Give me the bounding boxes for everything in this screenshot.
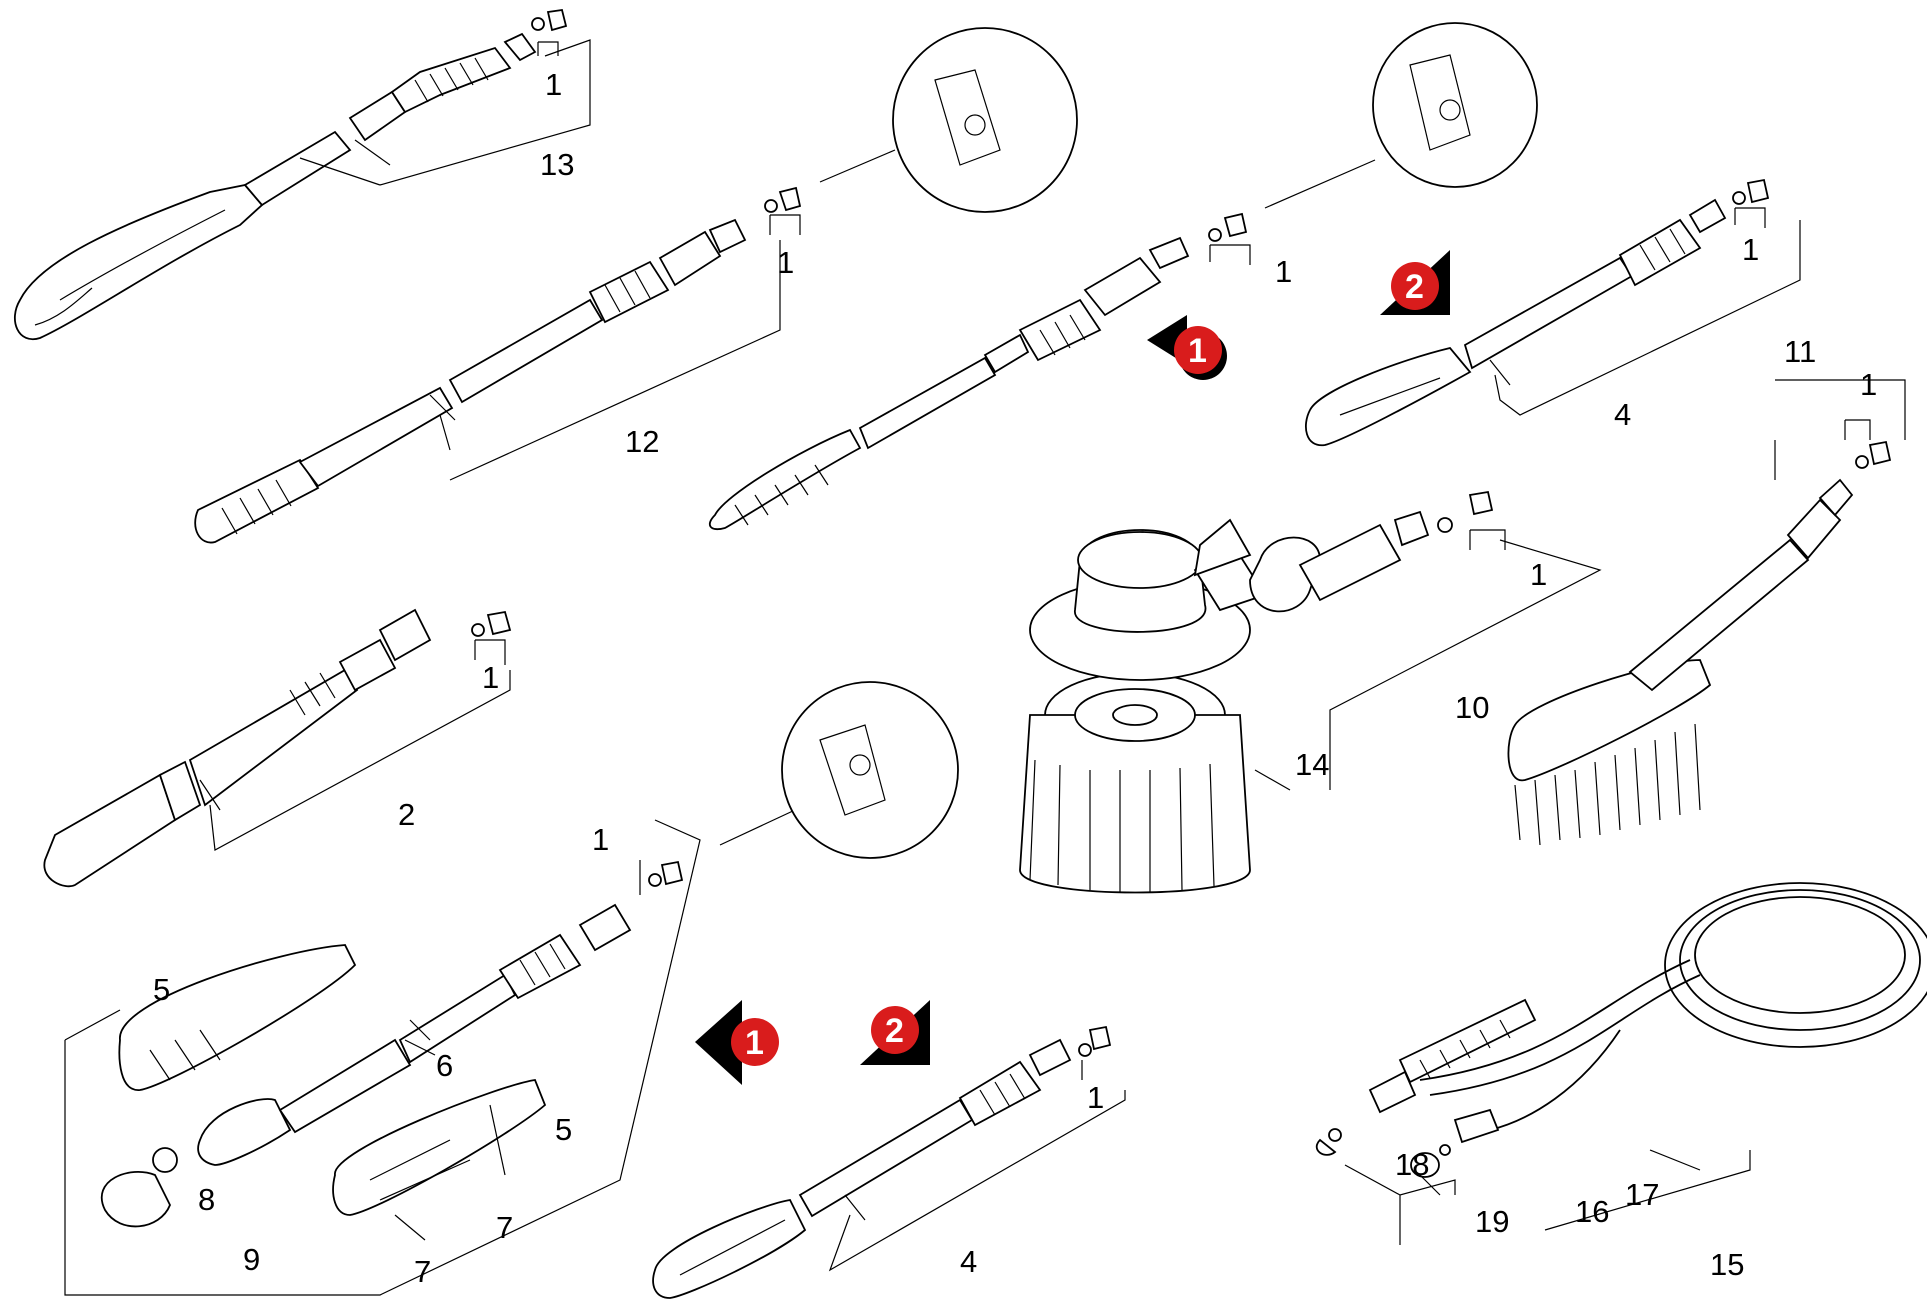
- callout-label: 1: [545, 67, 562, 102]
- part-13-lance: [14, 8, 591, 341]
- callout-label: 16: [1575, 1194, 1609, 1229]
- part-3-lance-center: [708, 22, 1538, 530]
- marker-two-bottom-label: 2: [885, 1012, 904, 1050]
- callout-label: 1: [1087, 1080, 1104, 1115]
- callout-label: 7: [496, 1210, 513, 1245]
- callout-label: 7: [414, 1254, 431, 1289]
- callout-label: 5: [555, 1112, 572, 1147]
- part-6-lance-kit: [64, 681, 959, 1296]
- marker-arrow-two-bottom: 2: [860, 1000, 930, 1065]
- callout-label: 8: [198, 1182, 215, 1217]
- callout-label: 9: [243, 1242, 260, 1277]
- callout-label: 13: [540, 147, 574, 182]
- part-4-lance-top: [1305, 178, 1801, 446]
- callout-label: 1: [1742, 232, 1759, 267]
- marker-two-top-label: 2: [1405, 268, 1424, 306]
- callout-label: 1: [1860, 367, 1877, 402]
- part-15-hose: [1315, 882, 1927, 1245]
- callout-labels: 1 13 1 12 1 1 4 11 1 1 10 14 1 2 1 5 6 5…: [153, 67, 1877, 1289]
- callout-label: 1: [1275, 254, 1292, 289]
- part-2-rotor-nozzle: [43, 608, 512, 888]
- callout-label: 19: [1475, 1204, 1509, 1239]
- part-12-lance: [194, 27, 1078, 544]
- callout-label: 10: [1455, 690, 1489, 725]
- callout-label: 2: [398, 797, 415, 832]
- callout-label: 11: [1784, 334, 1816, 369]
- part-11-hand-brush: [1507, 379, 1906, 846]
- callout-label: 15: [1710, 1247, 1744, 1282]
- callout-label: 17: [1625, 1177, 1659, 1212]
- callout-label: 6: [436, 1048, 453, 1083]
- marker-one-bottom-label: 1: [745, 1024, 764, 1062]
- callout-label: 5: [153, 972, 170, 1007]
- callout-label: 4: [960, 1244, 977, 1279]
- callout-label: 12: [625, 424, 659, 459]
- part-4-lance-bottom: [652, 1025, 1126, 1299]
- callout-label: 1: [592, 822, 609, 857]
- marker-arrow-one-top: 1: [1147, 315, 1227, 380]
- callout-label: 4: [1614, 397, 1631, 432]
- callout-label: 14: [1295, 747, 1329, 782]
- callout-label: 18: [1395, 1147, 1429, 1182]
- callout-label: 1: [1530, 557, 1547, 592]
- callout-label: 1: [482, 660, 499, 695]
- marker-one-top-label: 1: [1188, 332, 1207, 370]
- marker-arrow-two-top: 2: [1380, 250, 1450, 315]
- marker-arrow-one-bottom: 1: [695, 1000, 779, 1085]
- callout-label: 1: [777, 245, 794, 280]
- part-10-wash-brush: [1019, 490, 1602, 894]
